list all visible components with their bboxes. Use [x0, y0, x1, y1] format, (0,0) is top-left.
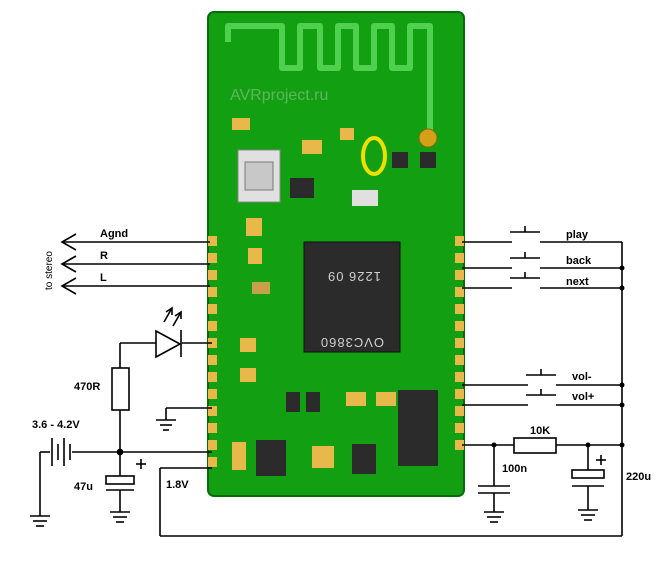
- chip-line2: 1226 09: [327, 269, 381, 284]
- button-wiring: [462, 226, 623, 536]
- cap-47u-icon: [105, 475, 135, 485]
- cap-220u-icon: [571, 469, 605, 479]
- label-supply: 3.6 - 4.2V: [32, 419, 80, 431]
- junction-dots: [491, 265, 625, 448]
- pcb-antenna: [225, 23, 433, 130]
- ground-symbol-icon: [156, 407, 212, 431]
- arrow-l-icon: [60, 277, 77, 295]
- watermark-text: AVRproject.ru: [230, 87, 328, 104]
- label-vol-plus: vol+: [572, 391, 594, 403]
- resistor-10k: [513, 437, 557, 454]
- led-branch: [111, 342, 212, 452]
- led-icon: [155, 306, 182, 359]
- label-next: next: [566, 276, 589, 288]
- resistor-470r: [111, 367, 130, 411]
- label-agnd: Agnd: [100, 228, 128, 240]
- label-play: play: [566, 229, 589, 241]
- filter-circuit: [462, 437, 622, 523]
- left-edge-pads: [208, 236, 217, 467]
- label-1v8: 1.8V: [166, 479, 189, 491]
- stereo-output-wires: [60, 233, 210, 295]
- label-470r: 470R: [74, 381, 100, 393]
- highlight-ellipse: [361, 136, 387, 176]
- arrow-agnd-icon: [60, 233, 77, 251]
- label-r: R: [100, 250, 108, 262]
- label-vol-minus: vol-: [572, 371, 592, 383]
- label-10k: 10K: [530, 425, 550, 437]
- main-chip: 1226 09 OVC3860: [303, 241, 401, 353]
- supply-circuit: [30, 438, 622, 537]
- right-edge-pads: [455, 236, 464, 450]
- label-back: back: [566, 255, 592, 267]
- label-l: L: [100, 272, 107, 284]
- label-220u: 220u: [626, 471, 651, 483]
- label-to-stereo: to stereo: [44, 251, 55, 290]
- label-100n: 100n: [502, 463, 527, 475]
- label-47u: 47u: [74, 481, 93, 493]
- pcb-module: AVRproject.ru 1226 09 OVC3860: [207, 11, 465, 497]
- chip-marking: OVC3860: [320, 335, 384, 350]
- arrow-r-icon: [60, 255, 77, 273]
